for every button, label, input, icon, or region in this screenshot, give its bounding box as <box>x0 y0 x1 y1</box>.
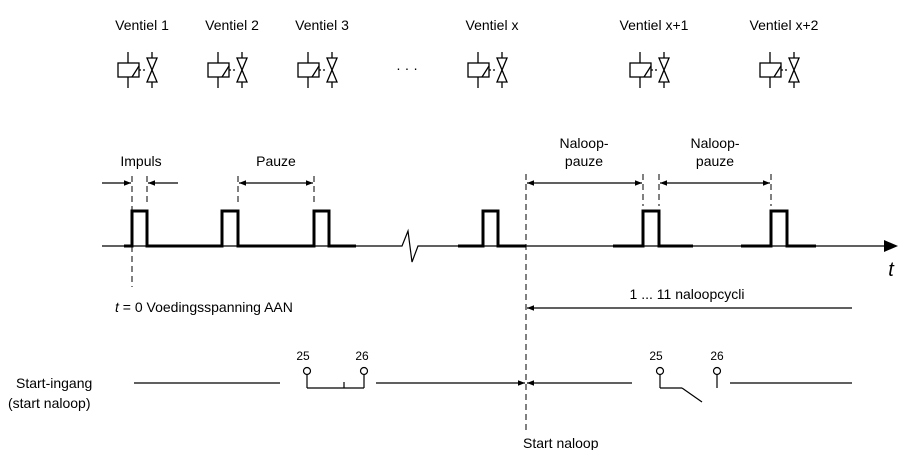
valve-ellipsis: · · · <box>396 60 418 76</box>
start-input-label-line2: (start naloop) <box>8 395 90 411</box>
solenoid-valve-icon-x-plus-1 <box>629 52 670 88</box>
impuls-dimension: Impuls <box>102 153 178 186</box>
valve-symbols <box>117 52 800 88</box>
t0-label: t = 0 Voedingsspanning AAN <box>115 299 293 315</box>
naloop-pauze-2-dimension: Naloop- pauze <box>660 135 770 186</box>
naloop-cycles-indicator: 1 ... 11 naloopcycli <box>527 286 852 311</box>
contact-closed: 25 26 <box>296 349 369 389</box>
terminal-25-right: 25 <box>649 349 663 363</box>
valve-label-x: Ventiel x <box>466 17 519 33</box>
terminal-26-right: 26 <box>710 349 724 363</box>
axis-break-icon <box>392 228 430 263</box>
solenoid-valve-icon-x-plus-2 <box>759 52 800 88</box>
naloop-pauze-2-label-line2: pauze <box>696 153 734 169</box>
naloop-cycles-label: 1 ... 11 naloopcycli <box>630 286 745 302</box>
time-axis-label: t <box>888 259 895 281</box>
valve-label-3: Ventiel 3 <box>295 17 349 33</box>
impuls-label: Impuls <box>120 153 161 169</box>
solenoid-valve-icon-x <box>467 52 508 88</box>
pulse-timeline: t <box>102 209 898 281</box>
pulse-afterrun-2 <box>741 209 816 248</box>
pulse-train-left <box>124 209 356 248</box>
valve-label-x-plus-2: Ventiel x+2 <box>750 17 819 33</box>
valve-label-2: Ventiel 2 <box>205 17 259 33</box>
naloop-pauze-2-label-line1: Naloop- <box>690 135 739 151</box>
valve-label-1: Ventiel 1 <box>115 17 169 33</box>
start-naloop-label: Start naloop <box>523 435 599 450</box>
naloop-pauze-1-label-line2: pauze <box>565 153 603 169</box>
solenoid-valve-icon-2 <box>207 52 248 88</box>
valve-labels: Ventiel 1 Ventiel 2 Ventiel 3 Ventiel x … <box>115 17 819 76</box>
terminal-25-left: 25 <box>296 349 310 363</box>
pauze-label: Pauze <box>256 153 296 169</box>
valve-label-x-plus-1: Ventiel x+1 <box>620 17 689 33</box>
contact-open: 25 26 <box>649 349 724 403</box>
naloop-pauze-1-dimension: Naloop- pauze <box>527 135 642 186</box>
start-input-section: Start-ingang (start naloop) 25 26 25 26 <box>8 349 852 450</box>
solenoid-valve-icon-1 <box>117 52 158 88</box>
pauze-dimension: Pauze <box>239 153 313 186</box>
start-input-label-line1: Start-ingang <box>16 375 92 391</box>
naloop-pauze-1-label-line1: Naloop- <box>559 135 608 151</box>
time-axis-arrowhead <box>884 240 898 252</box>
pulse-x <box>458 209 526 248</box>
pulse-afterrun-1 <box>613 209 693 248</box>
terminal-26-left: 26 <box>355 349 369 363</box>
solenoid-valve-icon-3 <box>297 52 338 88</box>
